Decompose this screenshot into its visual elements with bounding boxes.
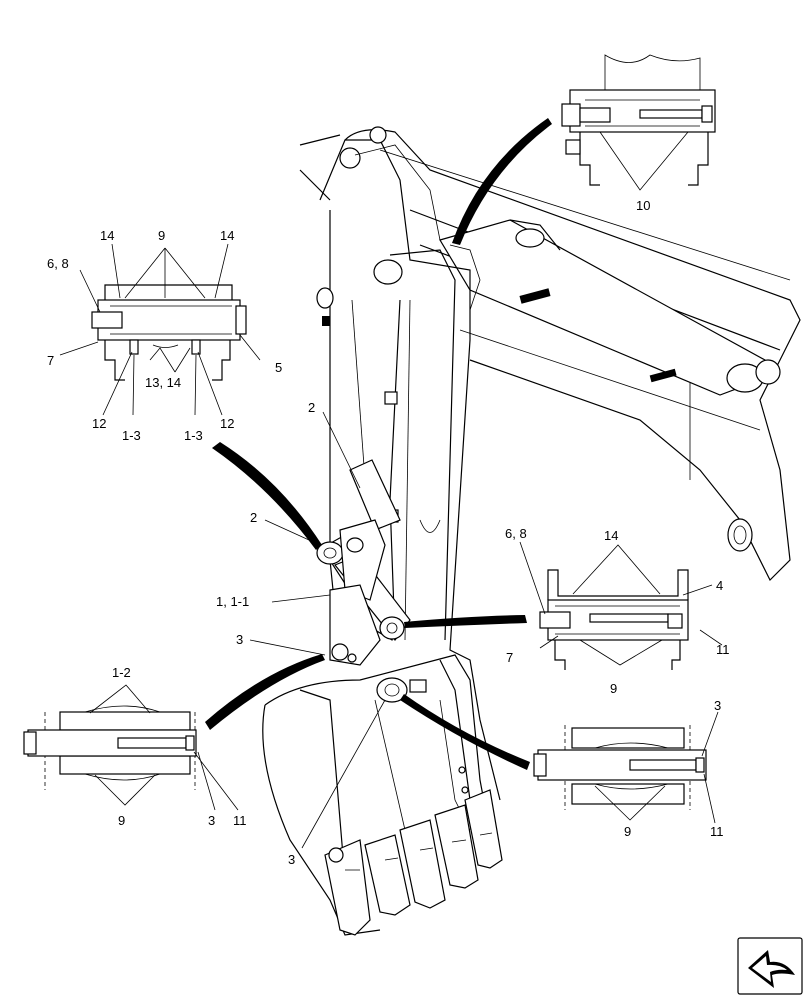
navigation-arrow-icon[interactable] <box>737 937 803 995</box>
label-1-3-right: 1-3 <box>184 428 203 443</box>
callout-bottom-right: 3 9 11 <box>533 698 724 839</box>
label-7: 7 <box>47 353 54 368</box>
label-6-8: 6, 8 <box>47 256 69 271</box>
label-2-upper: 2 <box>308 400 315 415</box>
label-3-bottom: 3 <box>288 852 295 867</box>
callout-top-left: 14 9 14 6, 8 7 5 13, 14 12 1-3 1-3 12 <box>47 228 282 443</box>
label-12-right: 12 <box>220 416 234 431</box>
callout-leaders <box>205 118 552 770</box>
label-13-14: 13, 14 <box>145 375 181 390</box>
callout-bottom-left: 1-2 9 3 11 <box>23 665 247 828</box>
callout-mid-right: 6, 8 14 4 7 11 9 <box>505 526 730 696</box>
label-2-lower: 2 <box>250 510 257 525</box>
callout-top-right: 10 <box>561 54 716 213</box>
label-9-mid: 9 <box>610 681 617 696</box>
label-9: 9 <box>158 228 165 243</box>
label-4: 4 <box>716 578 723 593</box>
label-6-8-mid: 6, 8 <box>505 526 527 541</box>
label-5: 5 <box>275 360 282 375</box>
label-7-mid: 7 <box>506 650 513 665</box>
label-3-bottom-right: 3 <box>714 698 721 713</box>
label-14-right: 14 <box>220 228 234 243</box>
label-11-mid: 11 <box>716 642 730 657</box>
label-10: 10 <box>636 198 650 213</box>
label-1-3-left: 1-3 <box>122 428 141 443</box>
label-11-bottom-right: 11 <box>710 824 724 839</box>
label-9-bottom-right: 9 <box>624 824 631 839</box>
label-9-bottom-left: 9 <box>118 813 125 828</box>
label-3-bottom-left: 3 <box>208 813 215 828</box>
main-labels: 2 2 1, 1-1 3 3 <box>216 400 386 867</box>
label-12-left: 12 <box>92 416 106 431</box>
label-14-mid: 14 <box>604 528 618 543</box>
label-14-left: 14 <box>100 228 114 243</box>
label-11-bottom-left: 11 <box>233 813 247 828</box>
excavator-arm-illustration <box>262 126 801 936</box>
label-3-mid: 3 <box>236 632 243 647</box>
label-1-2: 1-2 <box>112 665 131 680</box>
label-1-1-1: 1, 1-1 <box>216 594 249 609</box>
